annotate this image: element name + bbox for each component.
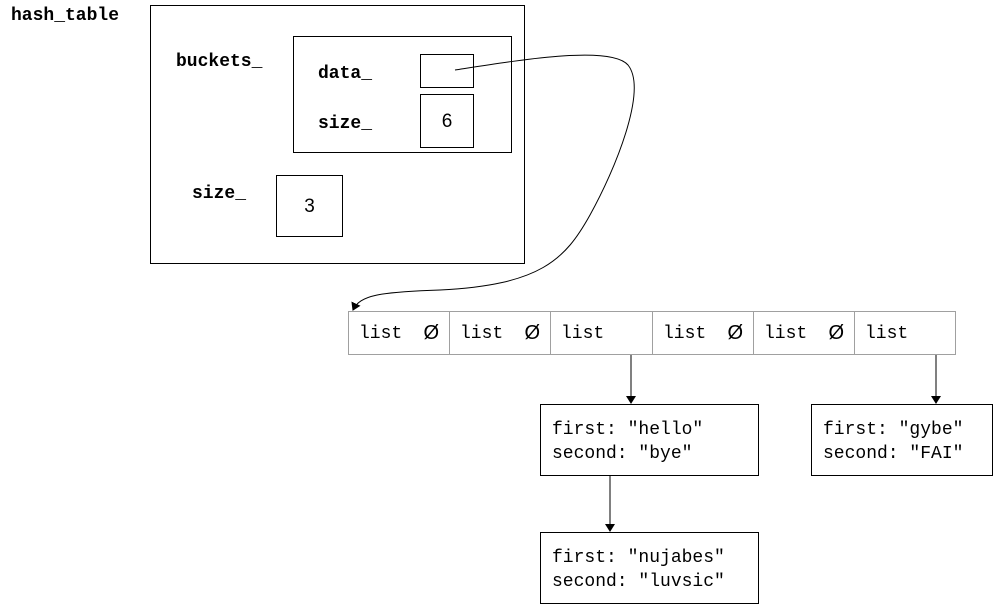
- size-box: 3: [276, 175, 343, 237]
- bucket-cell-1: list Ø: [449, 311, 551, 355]
- buckets-size-value: 6: [441, 111, 453, 132]
- bucket-cell-4: list Ø: [753, 311, 855, 355]
- list-node: first: "nujabes" second: "luvsic": [540, 532, 759, 604]
- bucket-cell-0: list Ø: [348, 311, 450, 355]
- bucket-cell-label: list: [561, 324, 605, 344]
- bucket-cell-2: list: [550, 311, 653, 355]
- bucket-cell-label: list: [359, 324, 403, 344]
- hash-table-box: [150, 5, 525, 264]
- data-pointer-arrow: [351, 54, 635, 311]
- size-value: 3: [304, 196, 315, 217]
- data-pointer-box: [420, 54, 474, 88]
- null-symbol: Ø: [828, 322, 844, 344]
- node-first: first: "nujabes": [552, 548, 725, 568]
- node-first: first: "gybe": [823, 420, 964, 440]
- buckets-label: buckets_: [176, 52, 263, 72]
- node-second: second: "bye": [552, 444, 693, 464]
- size-label: size_: [192, 184, 247, 204]
- hash-table-title: hash_table: [11, 6, 120, 26]
- list-node: first: "gybe" second: "FAI": [811, 404, 993, 476]
- bucket-cell-label: list: [764, 324, 808, 344]
- null-symbol: Ø: [524, 322, 540, 344]
- node-first: first: "hello": [552, 420, 704, 440]
- buckets-size-label: size_: [318, 114, 373, 134]
- bucket-cell-label: list: [460, 324, 504, 344]
- bucket-cell-3: list Ø: [652, 311, 754, 355]
- bucket-cell-5: list: [854, 311, 956, 355]
- null-symbol: Ø: [727, 322, 743, 344]
- bucket-cell-label: list: [663, 324, 707, 344]
- list-node: first: "hello" second: "bye": [540, 404, 759, 476]
- buckets-box: [293, 36, 512, 153]
- bucket-cell-label: list: [865, 324, 909, 344]
- node-second: second: "luvsic": [552, 572, 725, 592]
- null-symbol: Ø: [423, 322, 439, 344]
- buckets-size-box: 6: [420, 94, 474, 148]
- data-label: data_: [318, 64, 373, 84]
- node-second: second: "FAI": [823, 444, 964, 464]
